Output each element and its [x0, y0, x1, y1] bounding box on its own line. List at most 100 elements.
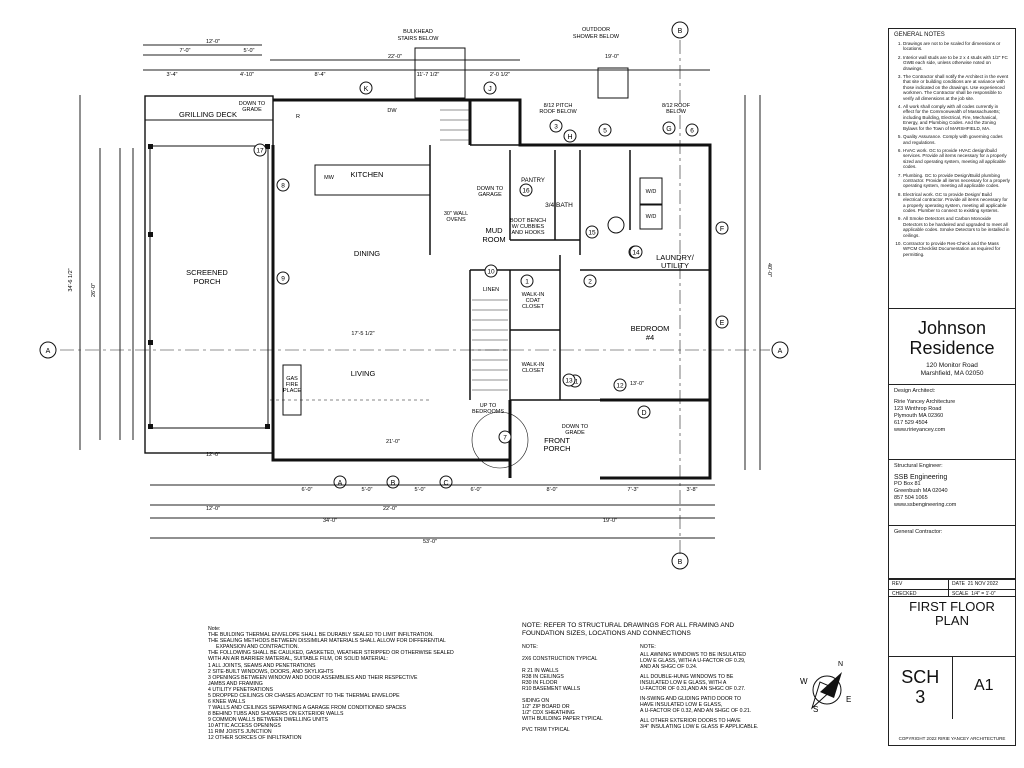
callout: DOWN TO — [239, 101, 266, 107]
dimension: 19'-0" — [603, 518, 617, 524]
window-tag: 6 — [685, 123, 699, 137]
room-label: CLOSET — [522, 368, 545, 374]
room-label: PORCH — [543, 444, 570, 453]
dimension: 5'-0" — [244, 48, 255, 54]
callout: STAIRS BELOW — [398, 36, 440, 42]
architect-block: Design Architect: Ririe Yancey Architect… — [889, 385, 1015, 460]
window-tag: 3 — [549, 119, 563, 133]
room-label: DINING — [354, 249, 380, 258]
room-label: PORCH — [193, 277, 220, 286]
svg-text:E: E — [720, 320, 725, 327]
dimension: 21'-0" — [386, 439, 400, 445]
svg-text:N: N — [838, 661, 843, 668]
grid-tag: A — [333, 475, 347, 489]
general-note: Plumbing. GC to provide Design/Build plu… — [903, 173, 1010, 189]
architect-label: Design Architect: — [894, 388, 936, 394]
post — [265, 424, 270, 429]
note-line: R38 IN CEILINGS — [522, 674, 564, 680]
dimension: 7'-0" — [180, 48, 191, 54]
architect-line: 123 Winthrop Road — [894, 406, 942, 412]
dimension: 3'-8" — [687, 487, 698, 493]
dimension: 22'-0" — [383, 506, 397, 512]
callout: ROOF BELOW — [539, 109, 577, 115]
room-label: LAUNDRY/ — [656, 253, 695, 262]
sheet-title: PLAN — [935, 613, 969, 628]
dimension: 40'-0" — [766, 263, 772, 277]
note-line: HAVE INSULATED LOW E GLASS, — [640, 702, 722, 708]
washer — [639, 177, 663, 205]
note-line: 5 DROPPED CEILINGS OR CHASES ADJACENT TO… — [208, 693, 400, 699]
exterior-wall-west — [271, 145, 510, 462]
callout: W/ CUBBIES — [512, 224, 545, 230]
engineer-line: www.ssbengineering.com — [894, 502, 957, 508]
architect-line: Plymouth MA 02360 — [894, 413, 944, 419]
callout: DOWN TO — [477, 186, 504, 192]
gas-fireplace — [282, 364, 302, 416]
callout: GRADE — [242, 107, 262, 113]
callout: W/D — [646, 189, 657, 195]
checked-label: CHECKED — [889, 589, 949, 596]
callout: 8/12 ROOF — [662, 103, 691, 109]
callout: GARAGE — [478, 192, 502, 198]
engineer-line: 857 504 1065 — [894, 495, 928, 501]
scale-value: 1/4" = 1'-0" — [971, 591, 996, 597]
svg-text:A: A — [338, 480, 343, 487]
room-label: COAT — [526, 298, 542, 304]
svg-text:E: E — [846, 695, 851, 704]
structural-note: FOUNDATION SIZES, LOCATIONS AND CONNECTI… — [522, 630, 691, 637]
post — [148, 424, 153, 429]
note-line: 3 OPENINGS BETWEEN WINDOW AND DOOR ASSEM… — [208, 675, 418, 681]
svg-text:A: A — [778, 348, 783, 355]
svg-text:10: 10 — [487, 269, 495, 276]
window-tag: 10 — [484, 264, 498, 278]
svg-text:8: 8 — [281, 183, 285, 190]
bulkhead-stairs — [414, 47, 466, 99]
general-notes-list: Drawings are not to be scaled for dimens… — [894, 41, 1010, 257]
post — [148, 144, 153, 149]
room-label: ROOM — [482, 235, 505, 244]
note-line: LOW E GLASS, WITH A U-FACTOR OF 0.29, — [640, 658, 745, 664]
callout: W/D — [646, 214, 657, 220]
general-note: Contractor to provide Res-Check and the … — [903, 241, 1010, 257]
engineer-line: Greenbush MA 02040 — [894, 488, 948, 494]
room-label: GRILLING DECK — [179, 110, 237, 119]
scale-cell: SCALE 1/4" = 1'-0" — [949, 589, 1015, 597]
callout: FIRE — [286, 382, 299, 388]
dimension: 5'-0" — [415, 487, 426, 493]
note-line: EXPANSION AND CONTRACTION. — [216, 644, 299, 650]
note-line: 10 ATTIC ACCESS OPENINGS — [208, 723, 281, 729]
post — [148, 340, 153, 345]
svg-text:B: B — [391, 480, 396, 487]
svg-text:14: 14 — [632, 250, 640, 257]
grid-tag: J — [483, 81, 497, 95]
svg-text:J: J — [488, 86, 492, 93]
exterior-wall-north-kitchen — [273, 98, 472, 145]
dimension: 8'-4" — [315, 72, 326, 78]
callout: PLACE — [283, 388, 301, 394]
callout: BEDROOMS — [472, 409, 504, 415]
note-line: 4 UTILITY PENETRATIONS — [208, 687, 273, 693]
callout: GRADE — [565, 430, 585, 436]
project-name: Residence — [909, 338, 995, 358]
dryer — [639, 204, 663, 230]
note-line: R10 BASEMENT WALLS — [522, 686, 581, 692]
dimension: 34'-6 1/2" — [68, 268, 74, 291]
note-line: 9 COMMON WALLS BETWEEN DWELLING UNITS — [208, 717, 329, 723]
project-name-block: Johnson Residence 120 Monitor Road Marsh… — [889, 309, 1015, 385]
north-arrow: N S W E — [800, 661, 851, 714]
dimension: 26'-0" — [91, 283, 97, 297]
note-line: 8 BEHIND TUBS AND SHOWERS ON EXTERIOR WA… — [208, 711, 344, 717]
note-line: 2 SITE-BUILT WINDOWS, DOORS, AND SKYLIGH… — [208, 669, 334, 675]
grid-tag: F — [715, 221, 729, 235]
window-tag: 1 — [520, 274, 534, 288]
grid-tag: B — [671, 21, 689, 39]
architect-line: Ririe Yancey Architecture — [894, 399, 956, 405]
callout: DW — [387, 108, 397, 114]
room-label: 3/4 BATH — [545, 202, 573, 209]
dimension: 13'-0" — [630, 381, 644, 387]
window-tag: 17 — [253, 143, 267, 157]
svg-text:B: B — [678, 28, 683, 35]
window-tag: 15 — [585, 225, 599, 239]
general-note: All work shall comply with all codes cur… — [903, 104, 1010, 131]
room-label: BEDROOM — [631, 324, 670, 333]
